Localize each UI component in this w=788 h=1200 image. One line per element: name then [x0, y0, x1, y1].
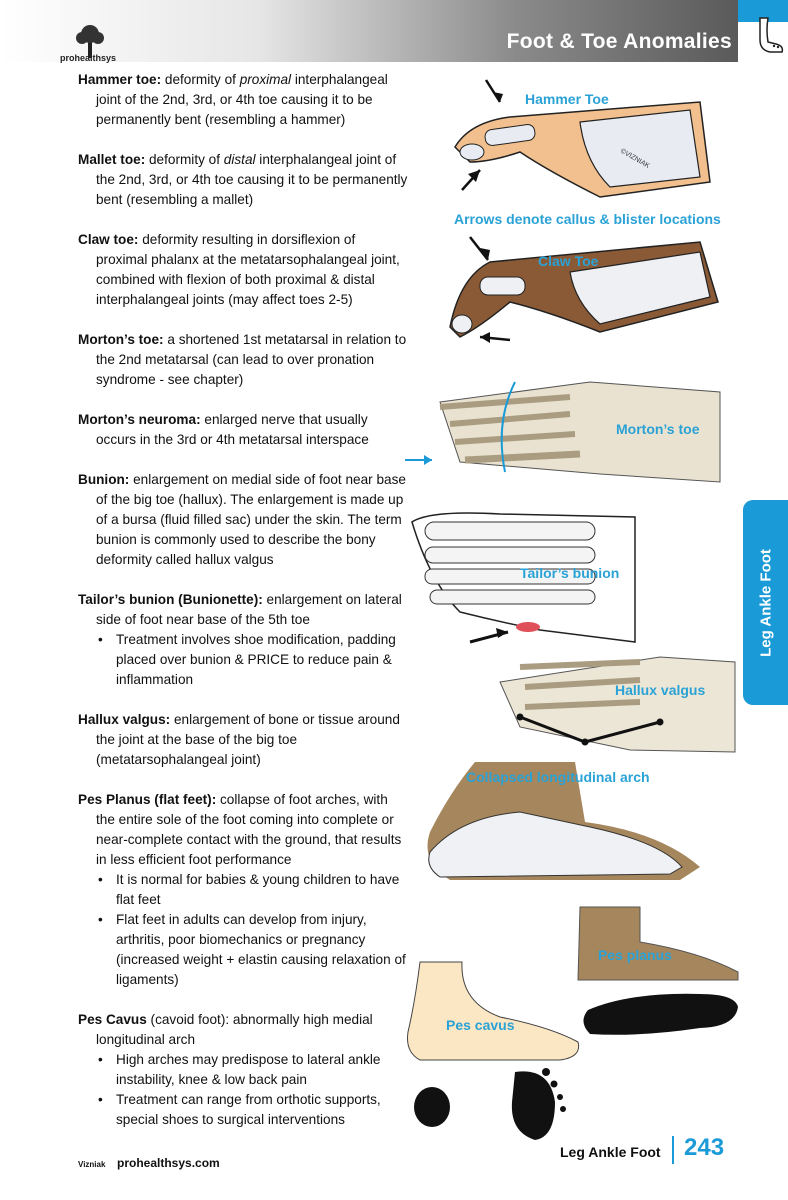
bullet-item: Flat feet in adults can develop from inj… [98, 910, 408, 990]
entry-tailors-bunion: Tailor’s bunion (Bunionette): enlargemen… [78, 590, 408, 690]
logo-text: prohealthsys [60, 53, 117, 63]
header-bar [0, 0, 738, 62]
entry-pes-planus: Pes Planus (flat feet): collapse of foot… [78, 790, 408, 990]
entry-hallux-valgus: Hallux valgus: enlargement of bone or ti… [78, 712, 400, 767]
label-hallux-valgus: Hallux valgus [615, 682, 705, 698]
label-pes-planus: Pes planus [598, 947, 672, 963]
label-mortons-toe: Morton’s toe [616, 421, 700, 437]
foot-icon [759, 17, 784, 53]
claw-toe-illustration: Claw Toe [449, 236, 719, 343]
label-pes-cavus: Pes cavus [446, 1017, 515, 1033]
section-side-tab[interactable]: Leg Ankle Foot [743, 500, 788, 705]
bullet-item: High arches may predispose to lateral an… [98, 1050, 408, 1090]
bullet-item: Treatment can range from orthotic suppor… [98, 1090, 408, 1130]
bullet-item: Treatment involves shoe modification, pa… [98, 630, 408, 690]
pes-cavus-illustration: Pes cavus [407, 961, 580, 1140]
entry-claw-toe: Claw toe: deformity resulting in dorsifl… [78, 232, 400, 307]
footer-divider [672, 1136, 674, 1164]
label-arrows-note: Arrows denote callus & blister locations [454, 211, 721, 227]
entry-bunion: Bunion: enlargement on medial side of fo… [78, 472, 406, 567]
collapsed-arch-illustration: Collapsed longitudinal arch [427, 762, 700, 880]
page-title: Foot & Toe Anomalies [506, 30, 732, 53]
hammer-toe-illustration: ©VIZNIAK Hammer Toe [454, 79, 711, 198]
label-claw-toe: Claw Toe [538, 253, 599, 269]
entry-mallet-toe: Mallet toe: deformity of distal interpha… [78, 152, 408, 207]
tailors-bunion-illustration: Tailor’s bunion [411, 512, 636, 644]
header-icon-box [738, 0, 788, 62]
pes-planus-illustration: Pes planus [577, 906, 739, 1035]
footer-author: Vizniak [78, 1160, 106, 1169]
label-tailors-bunion: Tailor’s bunion [520, 565, 619, 581]
footer-section: Leg Ankle Foot [560, 1144, 661, 1160]
entry-hammer-toe: Hammer toe: deformity of proximal interp… [78, 72, 388, 127]
hallux-valgus-illustration: Hallux valgus [499, 656, 736, 753]
side-tab-label: Leg Ankle Foot [757, 548, 774, 657]
entry-mortons-toe: Morton’s toe: a shortened 1st metatarsal… [78, 332, 407, 387]
label-hammer-toe: Hammer Toe [525, 91, 609, 107]
tree-logo-icon [76, 25, 104, 58]
definitions-column: Hammer toe: deformity of proximal interp… [78, 70, 408, 1150]
entry-pes-cavus: Pes Cavus (cavoid foot): abnormally high… [78, 1010, 408, 1130]
bullet-item: It is normal for babies & young children… [98, 870, 408, 910]
page-number: 243 [684, 1134, 725, 1161]
mortons-toe-illustration: Morton’s toe [405, 381, 721, 483]
label-collapsed-arch: Collapsed longitudinal arch [466, 769, 650, 785]
entry-mortons-neuroma: Morton’s neuroma: enlarged nerve that us… [78, 412, 369, 447]
illustrations-panel: ©VIZNIAK Hammer Toe Arrows denote callus… [405, 79, 739, 1140]
footer-site: prohealthsys.com [117, 1156, 220, 1170]
